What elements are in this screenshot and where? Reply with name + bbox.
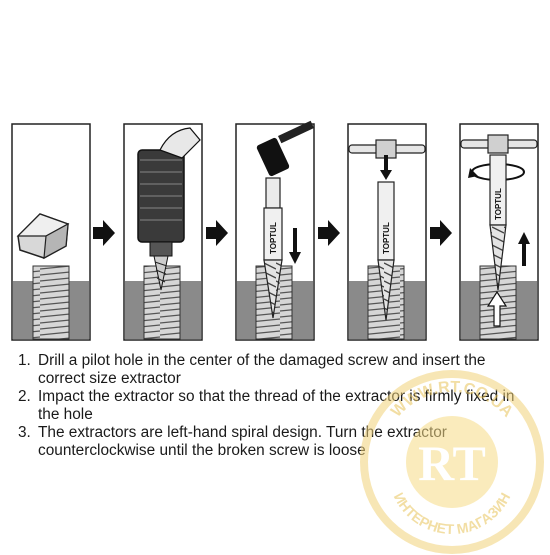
extractor-brand-label: TOPTUL (494, 188, 503, 220)
extractor-icon: TOPTUL (377, 181, 395, 321)
panel-2 (123, 123, 203, 341)
step-arrow-icon (430, 220, 452, 246)
panel-1 (11, 123, 91, 341)
instruction-step: 1. Drill a pilot hole in the center of t… (18, 352, 528, 388)
tap-wrench-icon (460, 134, 538, 154)
hammer-icon (256, 120, 315, 177)
extractor-icon: TOPTUL (489, 154, 507, 291)
instruction-step: 3. The extractors are left-hand spiral d… (18, 424, 528, 460)
down-arrow-icon (289, 228, 301, 264)
step-number: 3. (18, 424, 31, 441)
up-arrow-icon (518, 232, 530, 266)
watermark-caption: ИНТЕРНЕТ МАГАЗИН (391, 490, 514, 537)
tap-wrench-icon (348, 139, 426, 159)
extraction-steps-diagram: TOPTUL TOPTUL (11, 120, 539, 341)
step-number: 2. (18, 388, 31, 405)
drill-icon (137, 127, 201, 291)
broken-screw-head-icon (16, 213, 70, 260)
extractor-brand-label: TOPTUL (269, 222, 278, 254)
step-text: Impact the extractor so that the thread … (38, 388, 515, 423)
step-arrow-icon (93, 220, 115, 246)
step-number: 1. (18, 352, 31, 369)
panel-4: TOPTUL (347, 123, 427, 341)
panel-5: TOPTUL (459, 123, 539, 341)
panel-3: TOPTUL (235, 120, 315, 341)
step-arrow-icon (318, 220, 340, 246)
down-arrow-icon (380, 155, 392, 180)
extractor-icon: TOPTUL (263, 177, 283, 319)
up-arrow-outline-icon (486, 290, 508, 327)
extractor-brand-label: TOPTUL (382, 222, 391, 254)
step-text: Drill a pilot hole in the center of the … (38, 352, 486, 387)
instructions-list: 1. Drill a pilot hole in the center of t… (18, 352, 528, 460)
instruction-step: 2. Impact the extractor so that the thre… (18, 388, 528, 424)
step-arrow-icon (206, 220, 228, 246)
step-text: The extractors are left-hand spiral desi… (38, 424, 447, 459)
